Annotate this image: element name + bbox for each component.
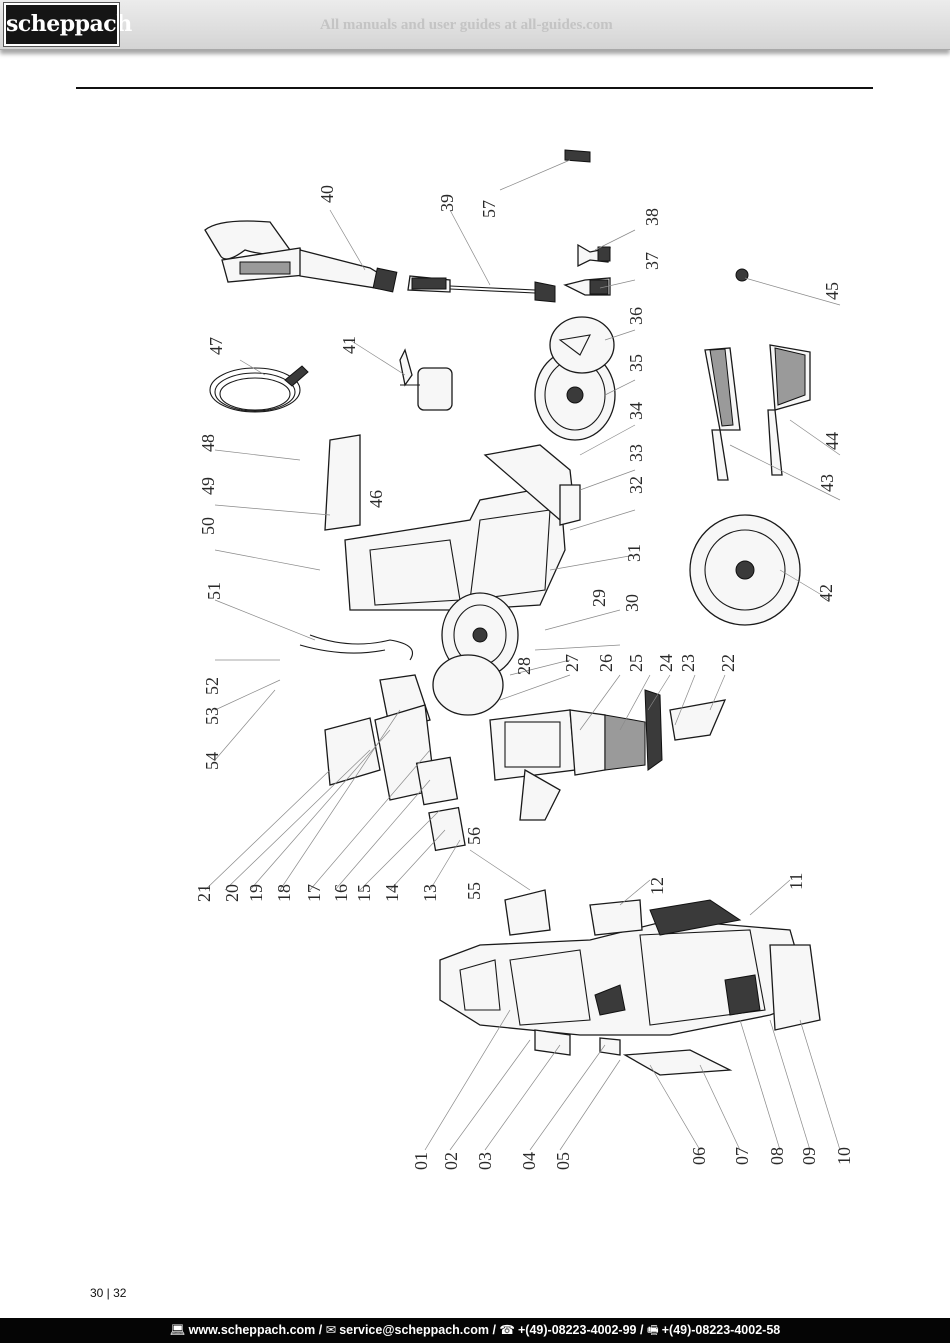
callout-24: 24 [656,654,676,672]
callout-36: 36 [626,307,646,325]
page-number: 30 | 32 [90,1286,127,1300]
callout-11: 11 [786,873,806,890]
callout-41: 41 [339,336,359,354]
callout-54: 54 [202,752,222,770]
callout-49: 49 [198,477,218,495]
callout-18: 18 [274,884,294,902]
callout-29: 29 [589,589,609,607]
callout-15: 15 [354,884,374,902]
callout-55: 55 [464,882,484,900]
leader-lines [204,159,841,1151]
callout-27: 27 [562,654,582,672]
callout-21: 21 [194,884,214,902]
brushes [704,268,811,481]
fax-icon: 🖷︎ [646,1323,659,1337]
callout-labels: 01 02 03 04 05 06 07 08 09 10 11 12 13 1… [194,185,854,1170]
callout-03: 03 [475,1152,495,1170]
callout-05: 05 [553,1152,573,1170]
callout-32: 32 [626,476,646,494]
callout-06: 06 [689,1147,709,1165]
callout-31: 31 [624,544,644,562]
callout-20: 20 [222,884,242,902]
callout-34: 34 [626,402,646,420]
frame-housing [324,434,581,611]
telephone-icon: ☎ [499,1323,515,1337]
fax-text: +(49)-08223-4002-58 [661,1323,781,1337]
callout-51: 51 [204,582,224,600]
callout-48: 48 [198,434,218,452]
callout-37: 37 [642,252,662,270]
callout-35: 35 [626,354,646,372]
callout-09: 09 [799,1147,819,1165]
callout-08: 08 [767,1147,787,1165]
watermark-text: All manuals and user guides at all-guide… [320,17,613,33]
callout-22: 22 [718,654,738,672]
pump-motor-assembly [489,689,727,821]
spray-gun-lance [204,149,611,303]
callout-50: 50 [198,517,218,535]
callout-26: 26 [596,654,616,672]
wheel-and-hubcap [534,316,616,441]
hose-coil [209,348,453,413]
callout-28: 28 [514,657,534,675]
callout-25: 25 [626,654,646,672]
exploded-parts-diagram: 01 02 03 04 05 06 07 08 09 10 11 12 13 1… [150,130,870,1210]
callout-07: 07 [732,1147,752,1165]
phone-text: +(49)-08223-4002-99 / [518,1323,644,1337]
exploded-view-drawing: 01 02 03 04 05 06 07 08 09 10 11 12 13 1… [194,149,854,1170]
second-wheel-and-reel [432,514,801,716]
callout-40: 40 [317,185,337,203]
switch-and-electrics [299,634,466,852]
callout-43: 43 [817,474,837,492]
callout-16: 16 [331,884,351,902]
header-bar: scheppach All manuals and user guides at… [0,0,950,50]
callout-01: 01 [411,1152,431,1170]
email-text: service@scheppach.com / [339,1323,496,1337]
callout-39: 39 [437,194,457,212]
callout-17: 17 [304,884,324,902]
envelope-icon: ✉ [325,1323,337,1337]
callout-53: 53 [202,707,222,725]
callout-04: 04 [519,1152,539,1170]
main-housing [439,889,821,1076]
callout-30: 30 [622,594,642,612]
callout-10: 10 [834,1147,854,1165]
callout-23: 23 [678,654,698,672]
callout-14: 14 [382,884,402,902]
callout-33: 33 [626,444,646,462]
scheppach-logo: scheppach [3,2,132,47]
callout-57: 57 [479,200,499,218]
callout-56: 56 [464,827,484,845]
callout-42: 42 [816,584,836,602]
contact-footer: 💻︎www.scheppach.com / ✉service@scheppach… [0,1318,950,1343]
callout-45: 45 [822,282,842,300]
callout-19: 19 [246,884,266,902]
header-divider [76,87,873,89]
callout-02: 02 [441,1152,461,1170]
callout-46: 46 [366,490,386,508]
callout-13: 13 [420,884,440,902]
website-text: www.scheppach.com / [188,1323,323,1337]
callout-38: 38 [642,208,662,226]
callout-44: 44 [822,432,842,450]
callout-47: 47 [206,337,226,355]
laptop-icon: 💻︎ [169,1323,186,1337]
callout-12: 12 [647,877,667,895]
callout-52: 52 [202,677,222,695]
